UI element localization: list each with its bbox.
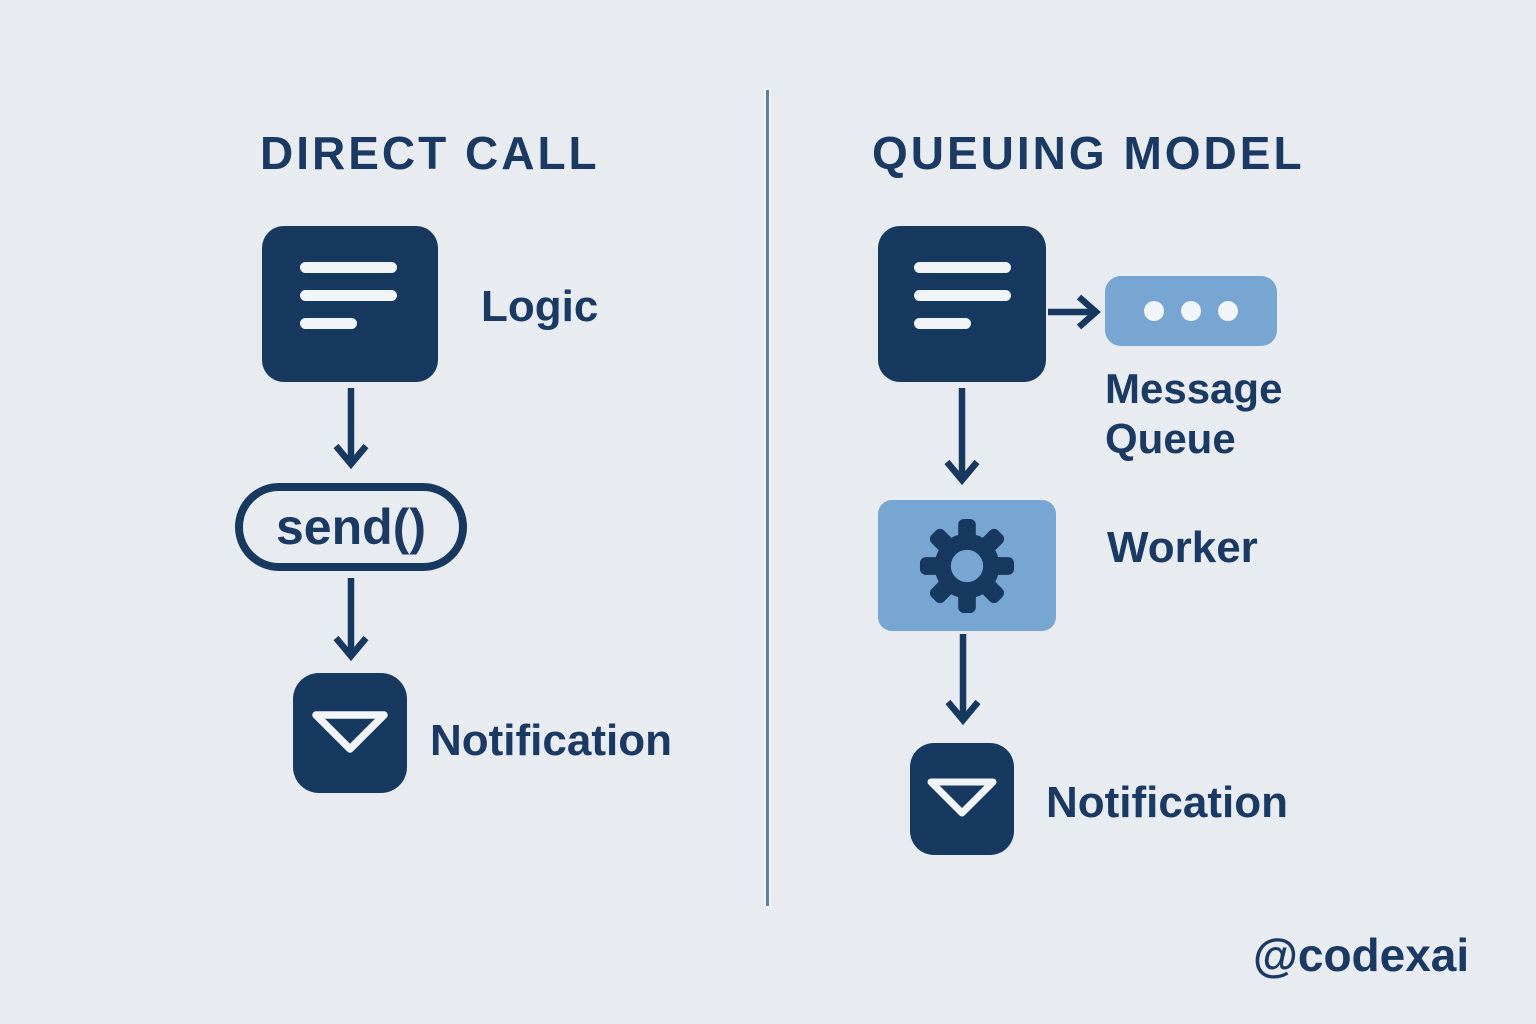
arrow-down-icon xyxy=(945,634,981,726)
queue-dot xyxy=(1218,301,1238,321)
left-title: DIRECT CALL xyxy=(260,127,600,179)
triangle-down-icon xyxy=(312,711,388,753)
notification-box xyxy=(910,743,1014,855)
text-line xyxy=(914,318,971,329)
triangle-down-icon xyxy=(927,778,997,817)
arrow-down-icon xyxy=(944,388,980,486)
text-lines-icon xyxy=(914,262,1014,352)
logic-label: Logic xyxy=(481,282,599,331)
arrow-right-icon xyxy=(1048,294,1101,330)
text-line xyxy=(914,262,1011,273)
notification-box xyxy=(293,673,407,793)
send-label: send() xyxy=(276,499,426,555)
worker-box xyxy=(878,500,1056,631)
watermark: @codexai xyxy=(1253,929,1470,981)
gear-icon xyxy=(919,518,1015,613)
text-line xyxy=(300,290,397,301)
text-line xyxy=(300,262,397,273)
text-lines-icon xyxy=(300,262,400,352)
right-title: QUEUING MODEL xyxy=(872,127,1305,179)
arrow-down-icon xyxy=(333,578,369,662)
send-pill: send() xyxy=(235,483,467,571)
producer-box xyxy=(878,226,1046,382)
worker-label: Worker xyxy=(1107,523,1258,572)
divider-line xyxy=(766,90,769,906)
logic-box xyxy=(262,226,438,382)
message-queue-label: Message Queue xyxy=(1105,365,1283,462)
notification-label: Notification xyxy=(1046,778,1288,827)
message-queue-box xyxy=(1105,276,1277,346)
arrow-down-icon xyxy=(333,388,369,470)
text-line xyxy=(300,318,357,329)
queue-dot xyxy=(1144,301,1164,321)
ellipsis-icon xyxy=(1144,301,1238,321)
notification-label: Notification xyxy=(430,716,672,765)
text-line xyxy=(914,290,1011,301)
queue-dot xyxy=(1181,301,1201,321)
